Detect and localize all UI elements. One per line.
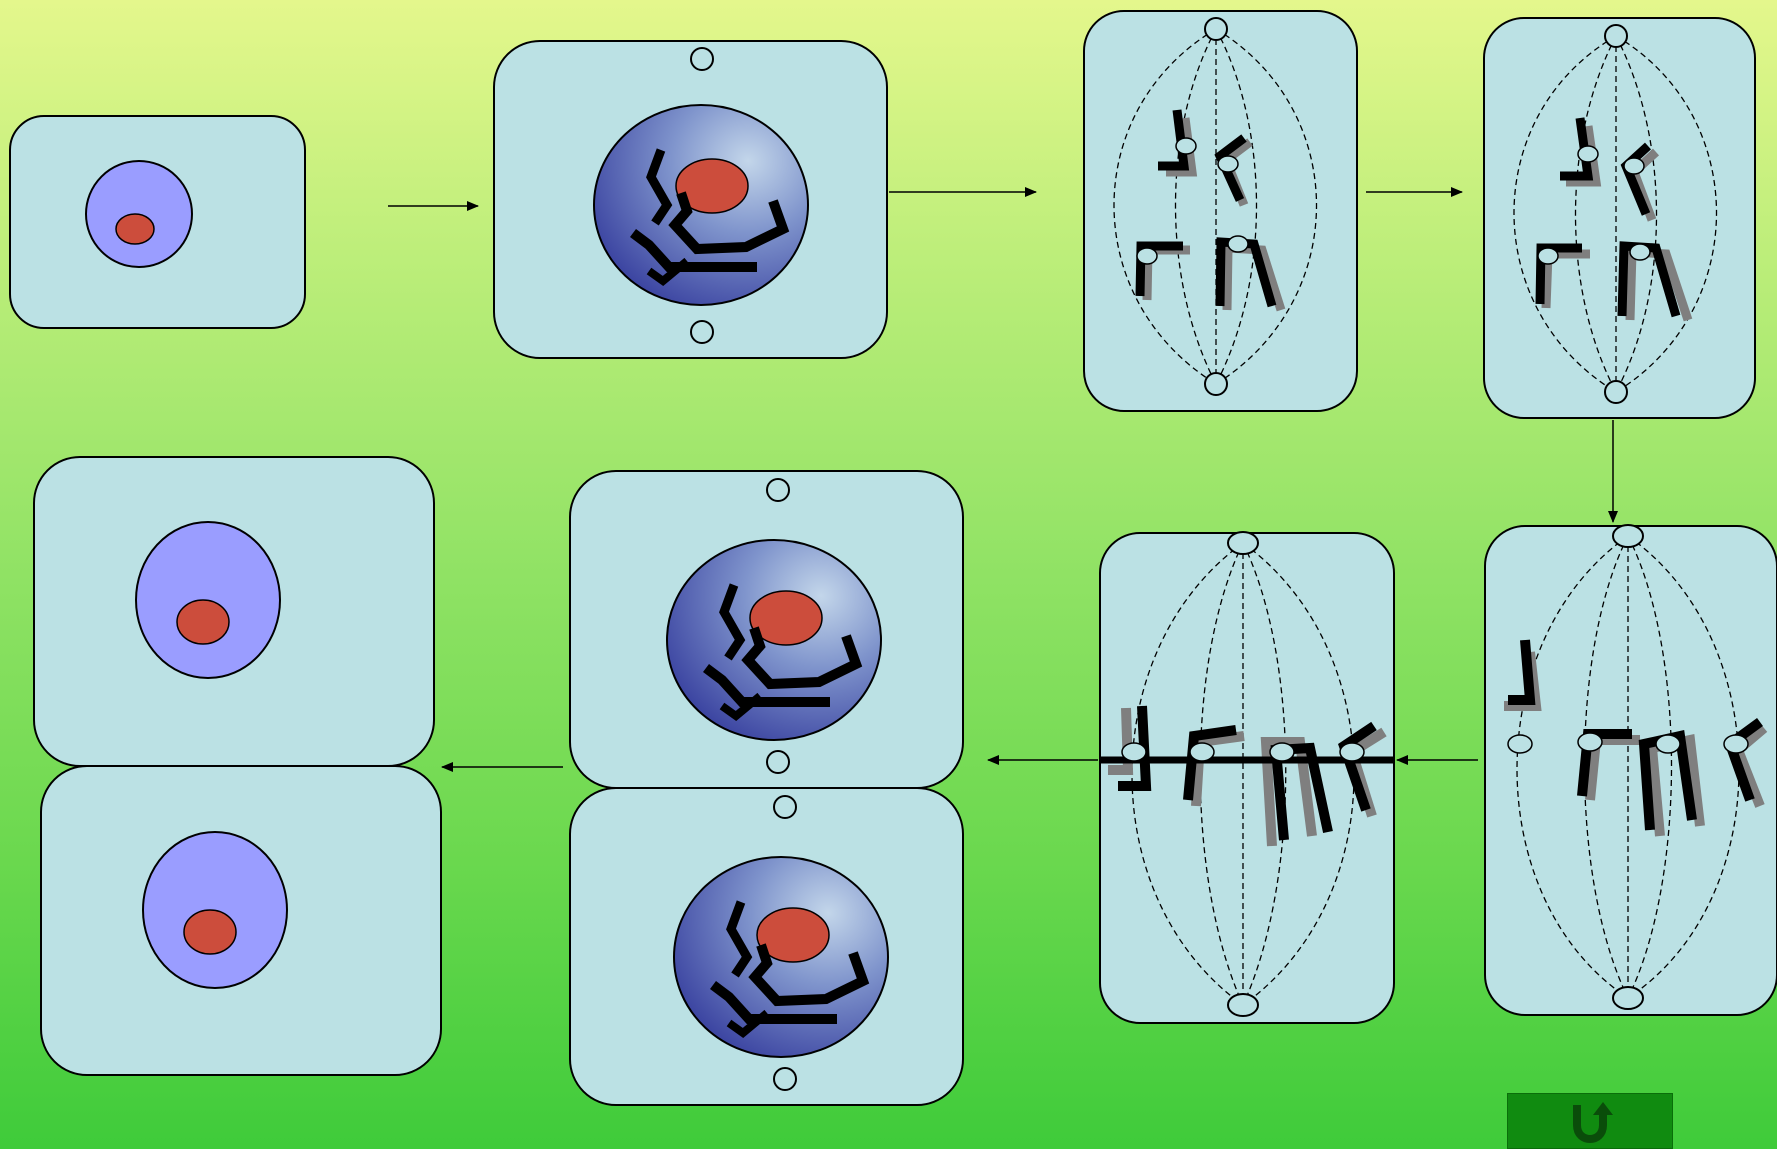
centrosome [1204, 17, 1228, 41]
cell-late-prometaphase [1483, 17, 1756, 419]
centrosome [773, 1067, 797, 1091]
nucleolus [749, 590, 823, 646]
centrosome [766, 750, 790, 774]
nucleolus [675, 158, 749, 214]
nucleolus [756, 907, 830, 963]
return-button[interactable] [1507, 1093, 1673, 1149]
centrosome [1612, 524, 1644, 548]
nucleolus [176, 599, 230, 645]
centrosome [766, 478, 790, 502]
cell-telophase-pair [569, 470, 964, 1106]
cell-prophase [493, 40, 888, 359]
centrosome [1227, 531, 1259, 555]
spindle-fibers [1513, 35, 1717, 393]
centrosome [1227, 993, 1259, 1017]
u-turn-arrow-icon [1573, 1102, 1613, 1143]
nucleolus [115, 213, 155, 245]
centrosome [773, 795, 797, 819]
kinetochores [1121, 742, 1365, 762]
centrosome [1604, 24, 1628, 48]
centrosome [690, 320, 714, 344]
nucleolus [183, 909, 237, 955]
process-arrows [388, 187, 1618, 772]
cell-anaphase [1099, 531, 1395, 1024]
centrosome [1612, 986, 1644, 1010]
centrosome [690, 47, 714, 71]
cell-metaphase [1484, 524, 1777, 1016]
spindle-fibers [1113, 28, 1317, 385]
cell-interphase [9, 115, 306, 329]
kinetochores [1507, 732, 1749, 754]
cell-prometaphase [1083, 10, 1358, 412]
kinetochores [1136, 137, 1249, 265]
centrosome [1604, 380, 1628, 404]
kinetochores [1537, 145, 1651, 265]
daughter-cells [33, 456, 442, 1076]
centrosome [1204, 372, 1228, 396]
